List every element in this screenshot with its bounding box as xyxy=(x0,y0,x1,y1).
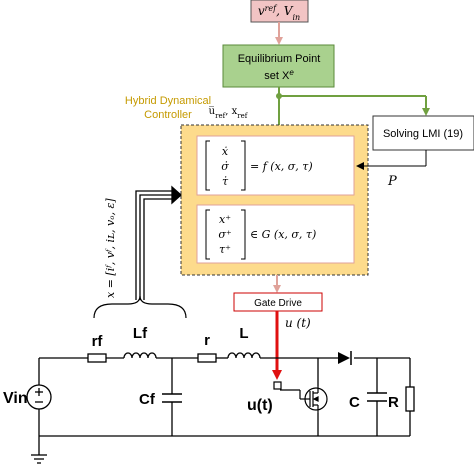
lmi-feedback-line xyxy=(356,150,427,170)
vref-symbol: v xyxy=(258,4,265,18)
lmi-solver-block: Solving LMI (19) xyxy=(372,115,474,151)
label-lf: Lf xyxy=(133,325,148,342)
jump-row-tau: τ⁺ xyxy=(219,243,231,256)
label-res: R xyxy=(388,394,399,411)
label-l: L xyxy=(239,325,248,342)
label-cf: Cf xyxy=(139,391,156,408)
reference-values-label: u̅ref, xref xyxy=(209,106,249,120)
lmi-output-p: P xyxy=(387,174,397,189)
gate-drive-label: Gate Drive xyxy=(254,298,302,309)
controller-title-line2: Controller xyxy=(144,109,192,121)
label-r: r xyxy=(204,332,210,349)
flow-map-equation: = f (x, σ, τ) xyxy=(250,160,313,173)
reference-signal-lines xyxy=(275,87,430,138)
inductor-l xyxy=(227,352,261,359)
state-feedback-bus xyxy=(135,185,182,300)
equilibrium-title: Equilibrium Point xyxy=(238,53,321,65)
label-rf: rf xyxy=(92,333,104,350)
jump-map-equation: ∈ G (x, σ, τ) xyxy=(250,228,316,241)
gate-drive-block: Gate Drive xyxy=(233,292,323,312)
diode xyxy=(338,351,352,365)
voltage-source xyxy=(26,384,52,410)
resistor-rf xyxy=(87,353,107,363)
state-vector-label: x = [iᶠ, vᶠ, iʟ, vₒ, ε] xyxy=(104,198,117,298)
gate-terminal xyxy=(273,381,282,390)
jump-map-box xyxy=(196,204,355,264)
label-vin: Vin xyxy=(3,390,28,407)
equilibrium-point-block: Equilibrium Point set Xe xyxy=(222,44,335,88)
svg-text:set Xe: set Xe xyxy=(264,68,294,83)
capacitor-c xyxy=(367,392,387,402)
svg-text:vref, Vin: vref, Vin xyxy=(258,4,300,22)
control-signal-label: u (t) xyxy=(285,316,311,330)
lmi-label: Solving LMI (19) xyxy=(383,128,463,140)
power-circuit xyxy=(31,357,411,464)
capacitor-cf xyxy=(162,393,182,403)
label-ut: u(t) xyxy=(247,397,273,414)
resistor-load xyxy=(405,386,415,412)
vin-symbol: V xyxy=(284,4,294,18)
flow-row-x: ẋ xyxy=(222,145,229,158)
inductor-lf xyxy=(123,352,157,359)
hybrid-controller-block: ẋ σ̇ τ̇ = f (x, σ, τ) x⁺ σ⁺ τ⁺ ∈ G (x, σ… xyxy=(180,124,369,276)
jump-row-x: x⁺ xyxy=(219,213,231,226)
mosfet-switch xyxy=(280,386,328,413)
controller-title-line1: Hybrid Dynamical xyxy=(125,95,211,107)
resistor-r xyxy=(197,353,217,363)
reference-input-block: vref, Vin xyxy=(250,0,309,23)
jump-row-sigma: σ⁺ xyxy=(218,228,232,241)
measurement-brace xyxy=(93,295,187,319)
label-c: C xyxy=(349,394,360,411)
equilibrium-set-label: set X xyxy=(264,70,290,82)
flow-row-sigma: σ̇ xyxy=(221,160,229,173)
flow-row-tau: τ̇ xyxy=(222,175,229,188)
flow-map-box xyxy=(196,135,355,196)
